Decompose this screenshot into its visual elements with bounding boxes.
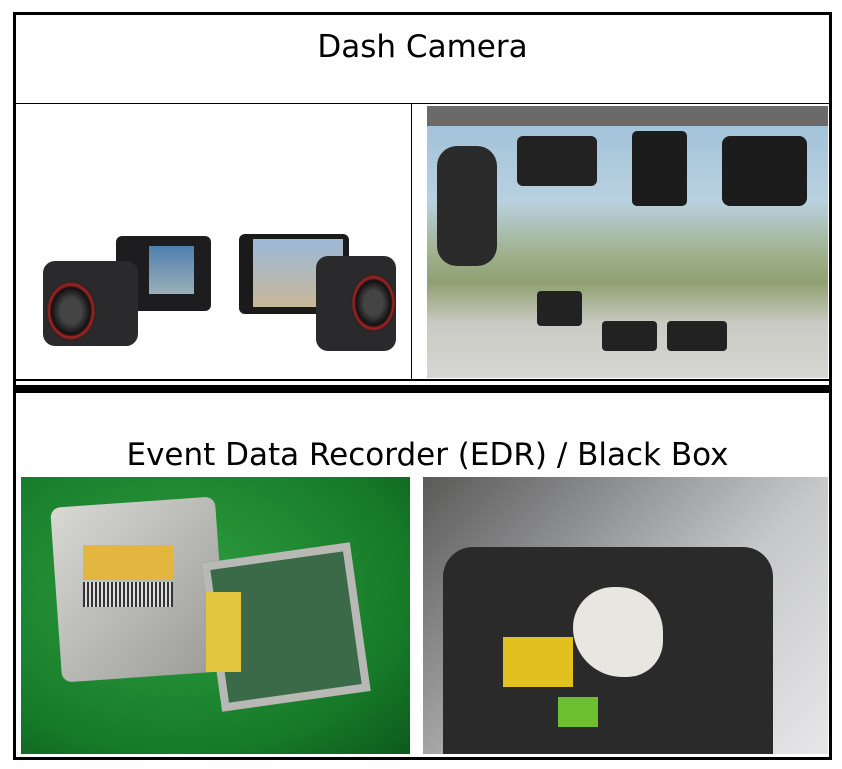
roof-liner <box>427 106 828 126</box>
dash-camera <box>517 136 597 186</box>
section-title-dash-camera: Dash Camera <box>317 29 528 65</box>
edr-device <box>558 697 598 727</box>
caution-label <box>83 545 173 580</box>
dash-camera <box>602 321 657 351</box>
dash-camera-products-photo <box>21 106 408 378</box>
deployed-airbag <box>573 587 663 677</box>
figure-frame: Dash Camera Event Data Recorder (EDR) / … <box>13 12 832 760</box>
connector <box>206 592 241 672</box>
camera-lens-2 <box>351 274 396 332</box>
dash-camera <box>667 321 727 351</box>
airbag-sensor-module-photo <box>21 477 410 754</box>
section-title-edr: Event Data Recorder (EDR) / Black Box <box>126 437 729 473</box>
dash-camera <box>537 291 582 326</box>
dash-camera-screen <box>149 246 194 294</box>
crashed-car-interior-photo <box>423 477 828 754</box>
dash-camera <box>722 136 807 206</box>
windshield-dash-cameras-photo <box>427 106 828 378</box>
divider <box>411 104 412 379</box>
barcode-label <box>83 582 173 607</box>
section-divider <box>16 385 829 393</box>
dash-camera <box>632 131 687 206</box>
camera-lens <box>46 281 96 341</box>
divider <box>16 103 829 104</box>
edr-download-kit <box>503 637 573 687</box>
rear-view-mirror <box>437 146 497 266</box>
divider <box>16 379 829 381</box>
